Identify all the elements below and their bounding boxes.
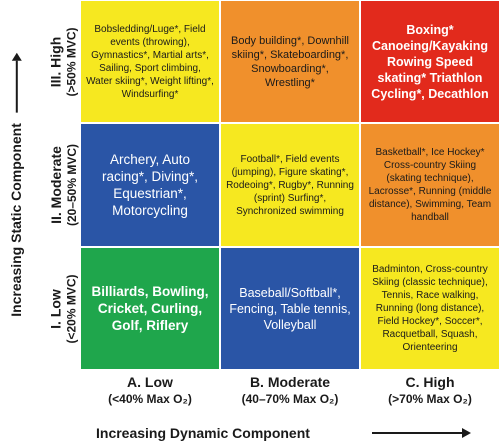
cell-moderate-static-low-dynamic: Archery, Auto racing*, Diving*, Equestri…	[80, 123, 220, 247]
arrow-right-icon	[372, 428, 471, 438]
y-axis-title: Increasing Static Component	[0, 0, 32, 370]
x-axis-label: Increasing Dynamic Component	[96, 425, 310, 441]
sports-classification-grid: Bobsledding/Luge*, Field events (throwin…	[80, 0, 500, 370]
cell-moderate-static-high-dynamic: Basketball*, Ice Hockey* Cross-country S…	[360, 123, 500, 247]
column-label-high: C. High (>70% Max O₂)	[388, 374, 472, 406]
cell-high-static-high-dynamic: Boxing* Canoeing/Kayaking Rowing Speed s…	[360, 0, 500, 123]
cell-moderate-static-moderate-dynamic: Football*, Field events (jumping), Figur…	[220, 123, 360, 247]
x-axis-title: Increasing Dynamic Component	[0, 422, 500, 444]
cell-high-static-low-dynamic: Bobsledding/Luge*, Field events (throwin…	[80, 0, 220, 123]
cell-high-static-moderate-dynamic: Body building*, Downhill skiing*, Skateb…	[220, 0, 360, 123]
cell-low-static-high-dynamic: Badminton, Cross-country Skiing (classic…	[360, 247, 500, 370]
column-label-moderate: B. Moderate (40–70% Max O₂)	[241, 374, 339, 406]
row-label-low: I. Low (<20% MVC)	[48, 273, 79, 344]
arrow-up-icon	[12, 53, 23, 114]
row-label-high: III. High (>50% MVC)	[48, 26, 79, 97]
row-label-moderate: II. Moderate (20–50% MVC)	[48, 143, 79, 227]
column-label-low: A. Low (<40% Max O₂)	[108, 374, 192, 406]
y-axis-label: Increasing Static Component	[8, 123, 24, 317]
cell-low-static-low-dynamic: Billiards, Bowling, Cricket, Curling, Go…	[80, 247, 220, 370]
cell-low-static-moderate-dynamic: Baseball/Softball*, Fencing, Table tenni…	[220, 247, 360, 370]
